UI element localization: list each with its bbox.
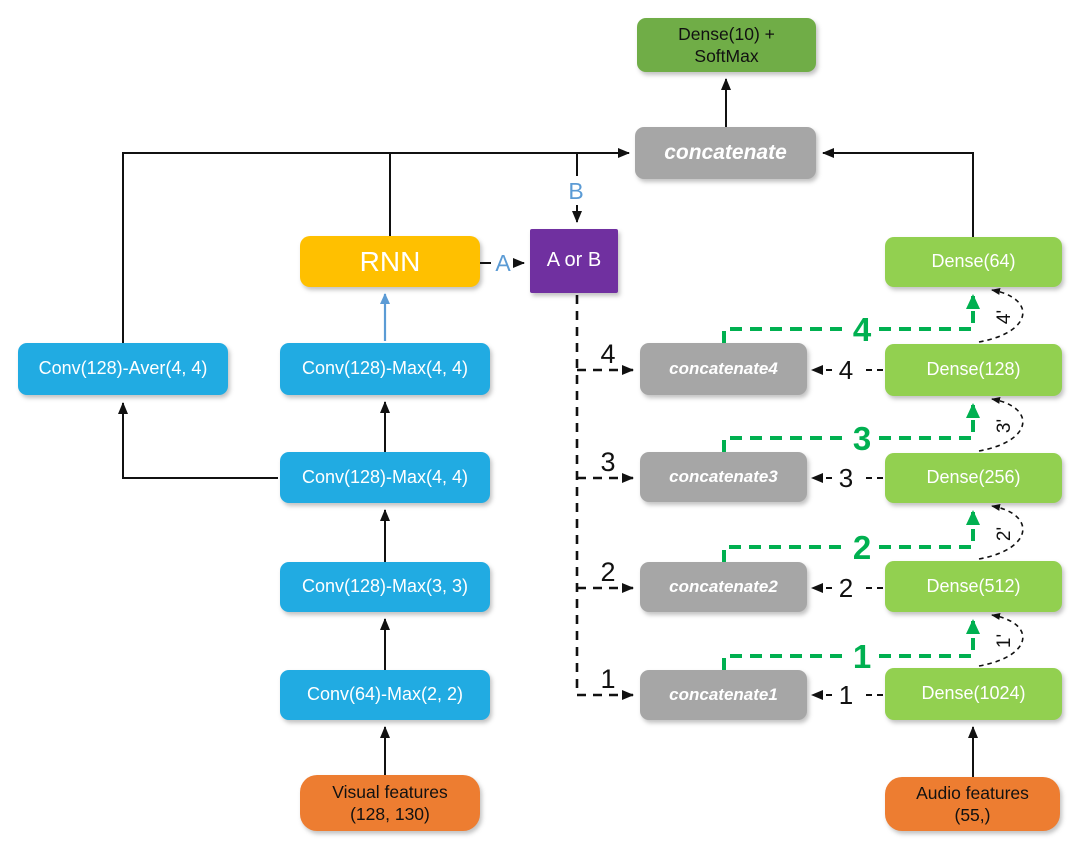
node-conv-max33: Conv(128)-Max(3, 3) <box>280 562 490 612</box>
node-conv-aver: Conv(128)-Aver(4, 4) <box>18 343 228 395</box>
node-dense-256: Dense(256) <box>885 453 1062 503</box>
green-c4-to-d64 <box>879 294 980 331</box>
skip-arc-label-3: 3' <box>994 419 1015 433</box>
node-rnn: RNN <box>300 236 480 287</box>
green-c1-to-d512 <box>879 619 980 658</box>
node-concatenate2: concatenate2 <box>640 562 807 612</box>
arc-d1024-d512 <box>978 612 1024 667</box>
left-branch-label-2: 2 <box>600 557 615 587</box>
node-visual-features: Visual features (128, 130) <box>300 775 480 831</box>
green-link-label-2: 2 <box>853 529 871 566</box>
node-concatenate4: concatenate4 <box>640 343 807 395</box>
node-conv-max44-top: Conv(128)-Max(4, 4) <box>280 343 490 395</box>
right-branch-label-1: 1 <box>839 680 853 710</box>
node-concatenate-main: concatenate <box>635 127 816 179</box>
solid-edges <box>118 78 978 777</box>
node-audio-features: Audio features (55,) <box>885 777 1060 831</box>
left-branch-label-4: 4 <box>600 339 615 369</box>
skip-arc-label-2: 2' <box>994 527 1015 541</box>
node-concatenate3: concatenate3 <box>640 452 807 502</box>
green-c2-a <box>722 545 845 562</box>
arc-d128-d64 <box>978 287 1024 343</box>
green-c3-to-d128 <box>879 403 980 440</box>
node-dense-softmax: Dense(10) + SoftMax <box>637 18 816 72</box>
node-dense-1024: Dense(1024) <box>885 668 1062 720</box>
left-branch-label-3: 3 <box>600 447 615 477</box>
skip-arc-label-4: 4' <box>994 310 1015 324</box>
right-branch-label-4: 4 <box>839 355 853 385</box>
arrow-max44-to-aver <box>118 402 278 479</box>
green-c2-to-d256 <box>879 510 980 549</box>
arc-d256-d128 <box>978 396 1024 452</box>
node-conv-max22: Conv(64)-Max(2, 2) <box>280 670 490 720</box>
right-branch-label-3: 3 <box>839 463 853 493</box>
dense-to-concat-arrows <box>811 365 883 700</box>
arc-d512-d256 <box>978 503 1024 560</box>
node-a-or-b: A or B <box>530 229 618 293</box>
green-link-label-4: 4 <box>853 311 872 348</box>
left-branch-label-1: 1 <box>600 664 615 694</box>
node-dense-128: Dense(128) <box>885 344 1062 396</box>
node-concatenate1: concatenate1 <box>640 670 807 720</box>
green-c1-a <box>722 654 845 670</box>
ab-dashed-bus <box>575 295 634 700</box>
green-c3-a <box>722 436 845 452</box>
dashed-bus-to-concat1 <box>575 295 634 700</box>
skip-arc-label-1: 1' <box>994 634 1015 648</box>
label-b: B <box>568 178 583 204</box>
arrow-dense64-to-concat <box>822 148 974 237</box>
node-dense-64: Dense(64) <box>885 237 1062 287</box>
node-conv-max44-mid: Conv(128)-Max(4, 4) <box>280 452 490 503</box>
right-branch-label-2: 2 <box>839 573 853 603</box>
green-c4-a <box>722 327 845 343</box>
green-link-label-1: 1 <box>853 638 871 675</box>
green-link-label-3: 3 <box>853 420 871 457</box>
label-a: A <box>495 250 511 276</box>
node-dense-512: Dense(512) <box>885 561 1062 612</box>
